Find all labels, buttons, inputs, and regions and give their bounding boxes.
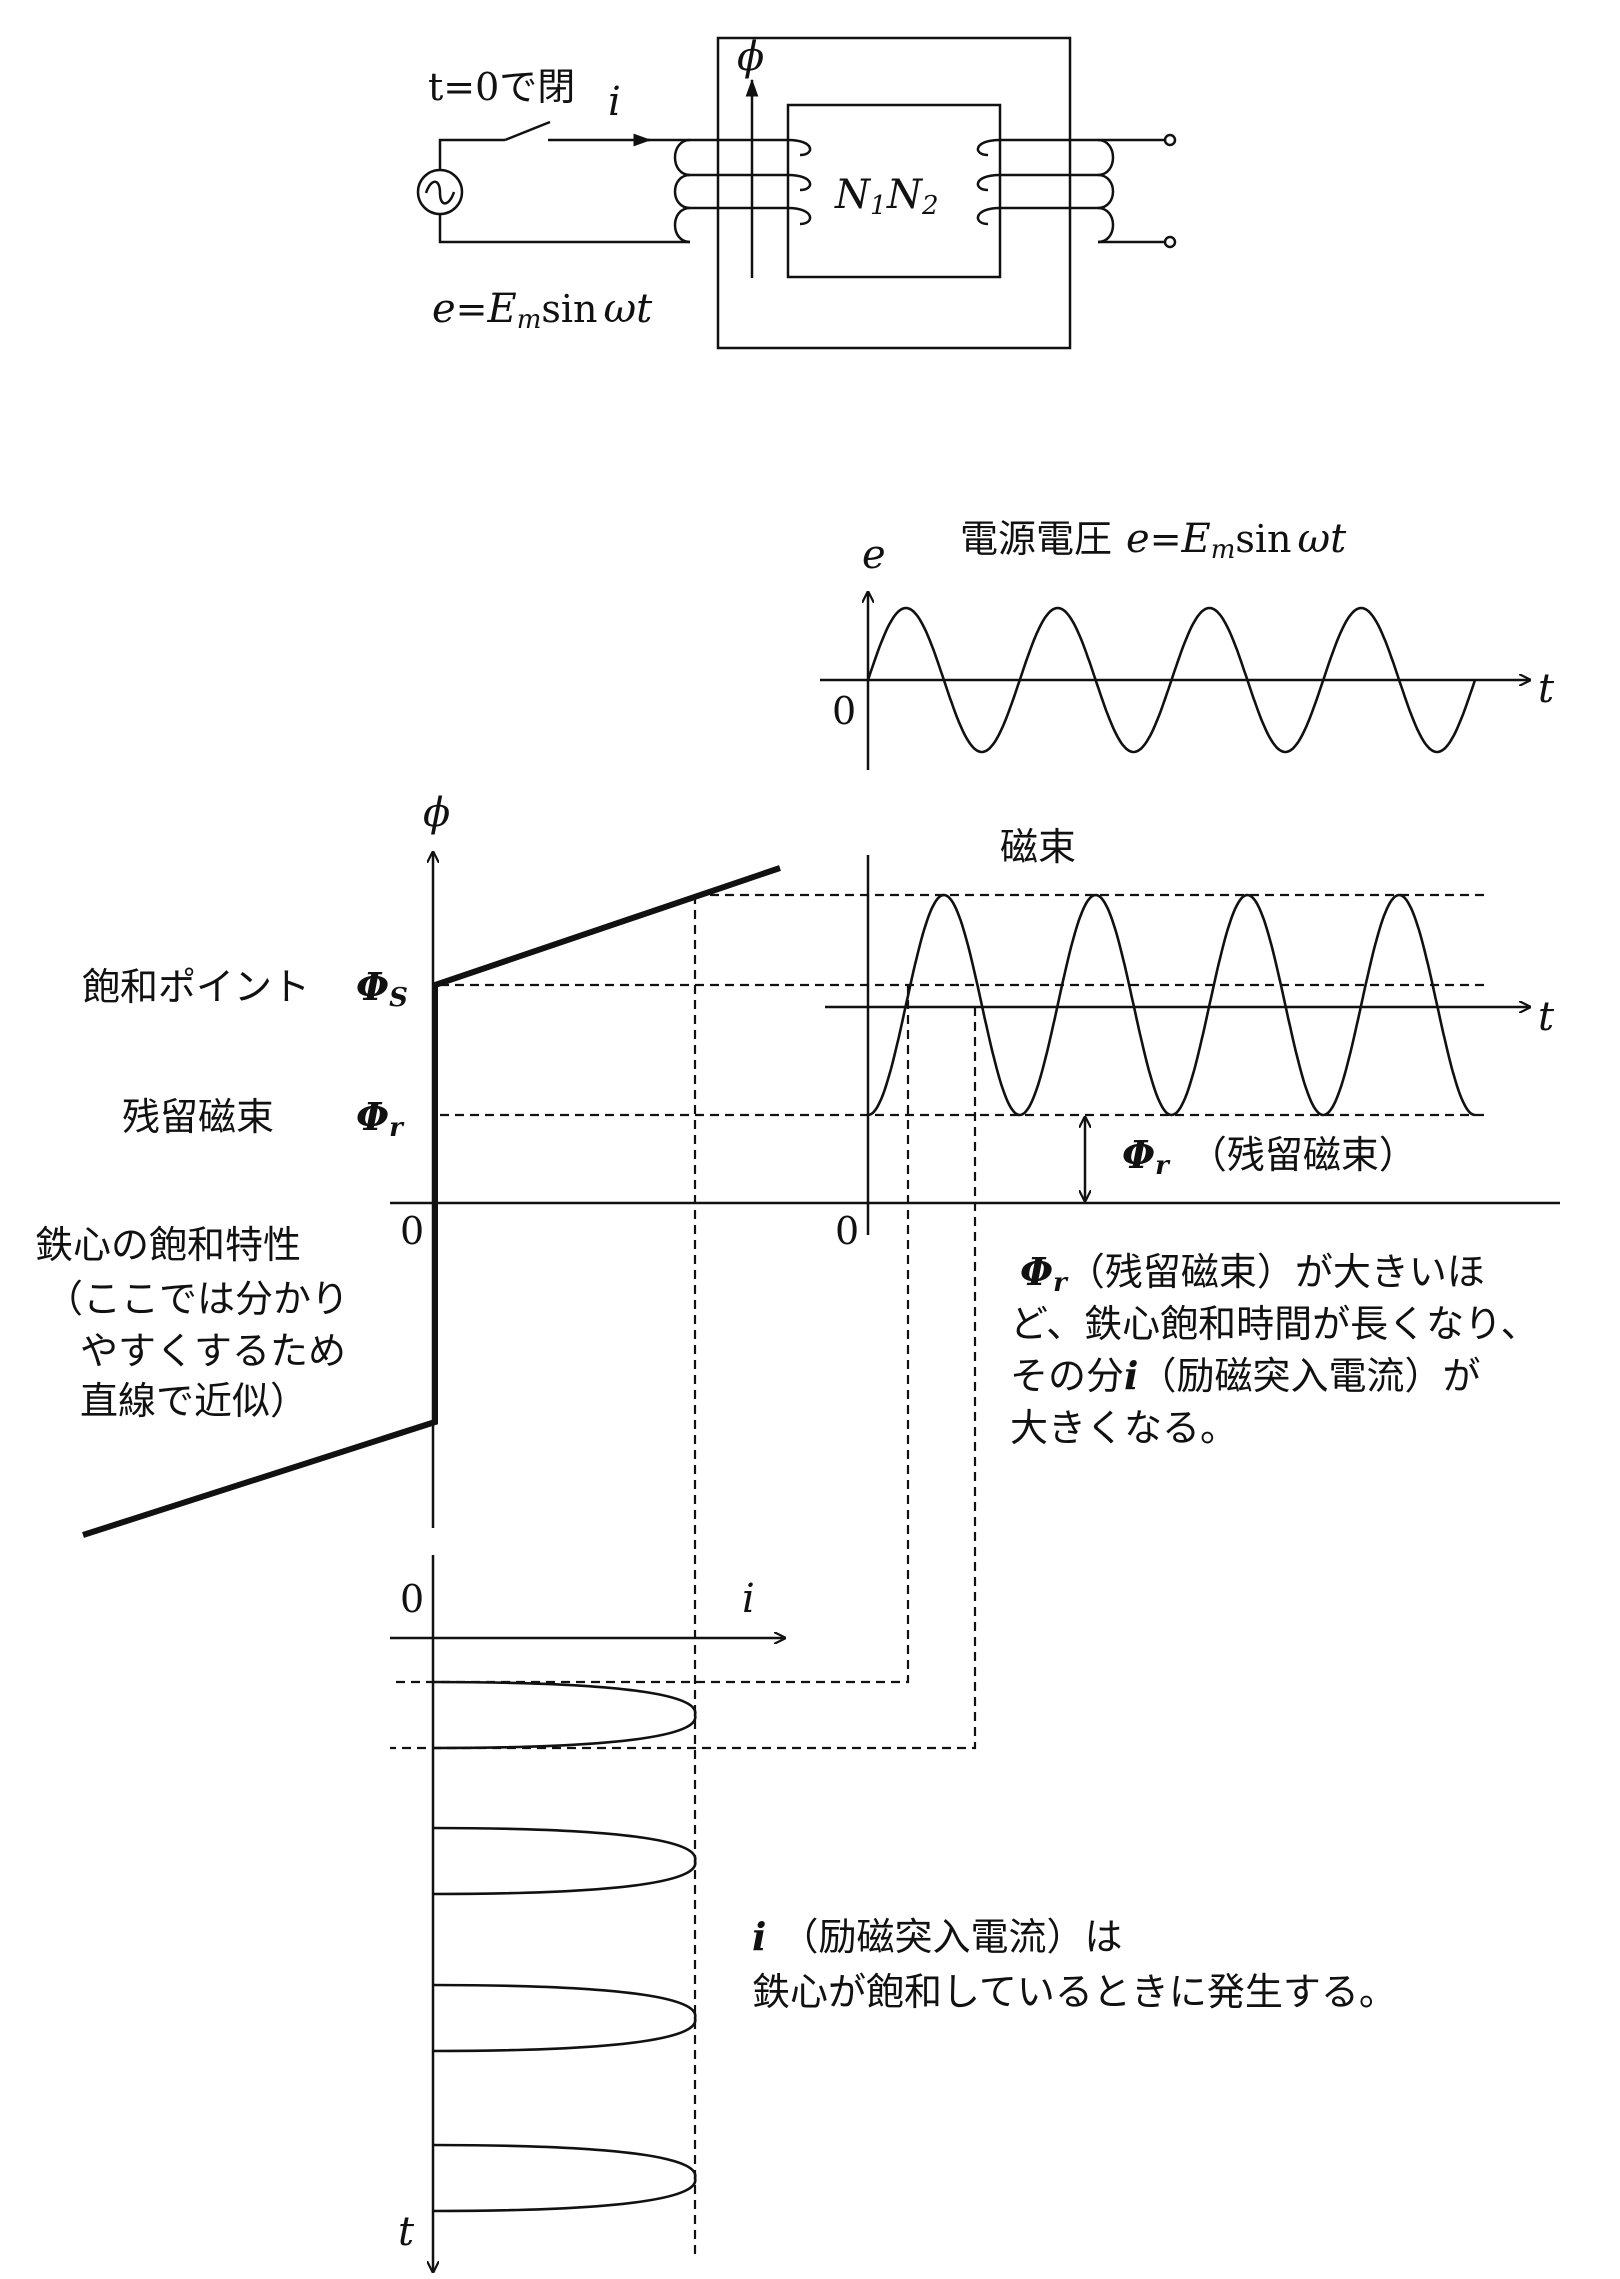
inrush-pulse	[432, 1680, 697, 1750]
current-plot: 0 i t	[390, 985, 977, 2272]
wire-bottom-left	[438, 214, 690, 244]
saturation-caption-2: （ここでは分かり	[45, 1277, 349, 1321]
saturation-caption-3: やすくするため	[80, 1329, 346, 1373]
primary-coil	[673, 138, 812, 244]
residual-label: 残留磁束	[122, 1095, 274, 1139]
flux-plot-x-label: t	[1538, 994, 1555, 1040]
core-outer	[716, 36, 1072, 350]
note-line-2: ど、鉄心飽和時間が長くなり、	[1010, 1302, 1539, 1346]
note-line-3: その分i（励磁突入電流）が	[1010, 1353, 1480, 1398]
voltage-origin-label: 0	[832, 689, 856, 733]
residual-arrow-label: Φr（残留磁束）	[1122, 1132, 1417, 1181]
winding-label-2: N2	[886, 172, 939, 221]
inrush-pulses	[432, 1680, 697, 2213]
current-t-label: t	[398, 2209, 415, 2255]
terminal-bottom	[1163, 235, 1177, 249]
voltage-x-label: t	[1538, 666, 1555, 712]
saturation-point-label: 飽和ポイント	[82, 965, 310, 1009]
current-label: i	[608, 79, 621, 125]
inrush-pulse	[432, 2143, 697, 2213]
inrush-pulse	[432, 1983, 697, 2053]
dash-pulse-end-connector	[390, 1007, 977, 1750]
switch-blade	[504, 120, 551, 142]
voltage-y-label: e	[862, 532, 886, 578]
flux-plot-origin-label: 0	[835, 1209, 859, 1253]
inrush-pulse	[432, 1826, 697, 1896]
wire-top-left	[438, 138, 505, 170]
saturation-origin-label: 0	[400, 1209, 424, 1253]
saturation-curve	[82, 865, 781, 1538]
switch-label: t=0で閉	[428, 65, 575, 109]
inrush-note-line-2: 鉄心が飽和しているときに発生する。	[752, 1970, 1397, 2014]
inrush-note-line-1: i（励磁突入電流）は	[752, 1914, 1122, 1959]
residual-symbol: Φr	[356, 1094, 405, 1143]
flux-y-label: ϕ	[423, 790, 450, 836]
flux-label: ϕ	[737, 34, 764, 80]
current-i-label: i	[742, 1576, 755, 1622]
voltage-sine-curve	[866, 606, 1477, 754]
residual-flux-note: Φr（残留磁束）が大きいほ ど、鉄心飽和時間が長くなり、 その分i（励磁突入電流…	[1010, 1249, 1539, 1450]
flux-cosine-curve	[867, 893, 1476, 1117]
flux-plot-title: 磁束	[1000, 825, 1076, 869]
winding-label-1: N1	[834, 172, 887, 221]
saturation-caption-4: 直線で近似）	[80, 1379, 308, 1423]
current-origin-label: 0	[400, 1577, 424, 1621]
terminal-top	[1163, 133, 1177, 147]
inrush-note: i（励磁突入電流）は 鉄心が飽和しているときに発生する。	[752, 1914, 1397, 2014]
flux-plot: 磁束 t 0 Φr（残留磁束）	[440, 825, 1555, 2258]
core-inner	[786, 103, 1002, 279]
ac-source-wave-icon	[424, 180, 456, 205]
dash-pulse-start-connector	[390, 985, 910, 1684]
note-line-1: Φr（残留磁束）が大きいほ	[1020, 1249, 1485, 1298]
secondary-coil	[976, 138, 1115, 244]
saturation-symbol: ΦS	[356, 964, 408, 1013]
note-line-4: 大きくなる。	[1010, 1406, 1238, 1450]
saturation-caption-1: 鉄心の飽和特性	[35, 1223, 301, 1267]
